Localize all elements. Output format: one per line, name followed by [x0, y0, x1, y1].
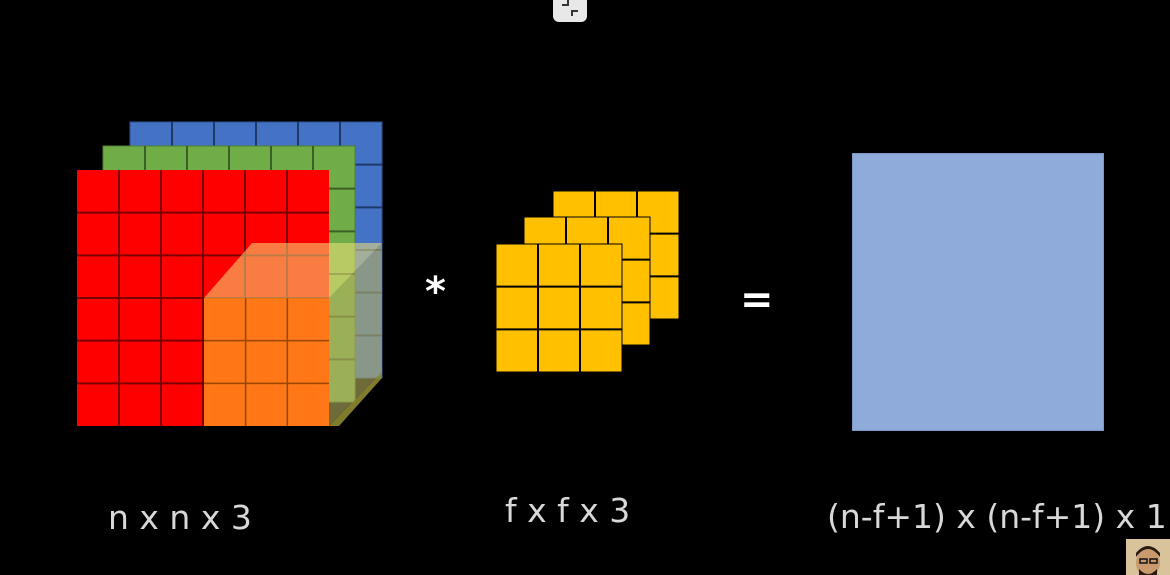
filter-volume: [495, 190, 680, 373]
filter-channel-front: [495, 243, 623, 373]
input-dimension-label: n x n x 3: [108, 498, 252, 537]
filter-overlay-prism: [204, 243, 382, 426]
fullscreen-exit-icon[interactable]: [553, 0, 587, 22]
output-dimension-label: (n-f+1) x (n-f+1) x 1: [827, 497, 1167, 536]
output-feature-map: [852, 153, 1104, 431]
filter-dimension-label: f x f x 3: [505, 491, 631, 530]
convolution-operator: *: [425, 269, 446, 315]
input-volume: [77, 121, 383, 426]
equals-operator: =: [740, 277, 774, 323]
presenter-avatar: [1126, 539, 1170, 575]
